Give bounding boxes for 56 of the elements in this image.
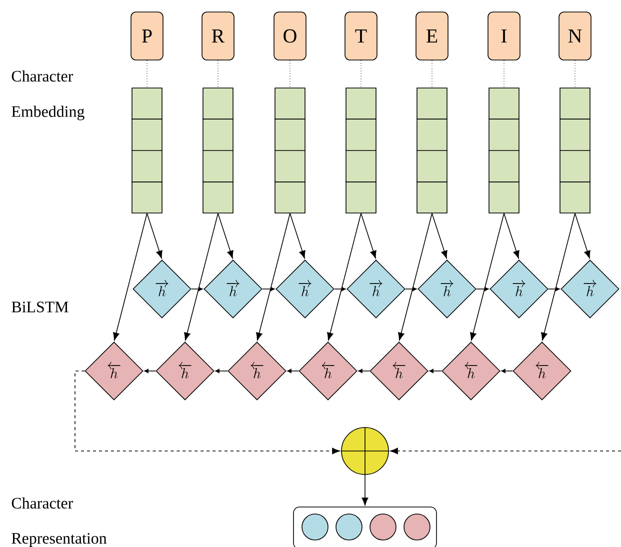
- arrow: [74, 370, 340, 454]
- embedding-vector: [274, 88, 306, 214]
- vector-circle: [302, 514, 328, 540]
- letter-box: T: [344, 12, 378, 60]
- embedding-vector: [559, 88, 591, 214]
- arrow: [429, 368, 442, 374]
- connector-line: [146, 60, 148, 88]
- concat-circle: [340, 426, 390, 476]
- arrow: [432, 213, 448, 258]
- arrow: [541, 213, 576, 340]
- side-label: Representation: [12, 533, 107, 547]
- arrow: [501, 368, 513, 374]
- arrow: [191, 286, 203, 292]
- connector-line: [574, 60, 576, 88]
- arrow: [113, 213, 148, 340]
- arrow: [287, 368, 299, 374]
- letter-box: N: [558, 12, 592, 60]
- arrow: [360, 213, 376, 258]
- letter-box: P: [130, 12, 164, 60]
- side-label: Embedding: [12, 106, 84, 120]
- arrow: [334, 286, 346, 292]
- arrow: [218, 213, 234, 258]
- arrow: [327, 213, 362, 340]
- arrow: [362, 474, 368, 506]
- arrow: [262, 286, 275, 292]
- arrow: [390, 448, 621, 454]
- embedding-vector: [488, 88, 520, 214]
- side-label: Character: [12, 70, 74, 82]
- letter-box: E: [416, 12, 448, 60]
- embedding-vector: [131, 88, 163, 214]
- arrow: [184, 213, 218, 340]
- arrow: [146, 213, 162, 258]
- letter-box: I: [488, 12, 520, 60]
- side-label: BiLSTM: [12, 302, 68, 312]
- embedding-vector: [202, 88, 234, 214]
- vector-circle: [370, 514, 396, 540]
- arrow: [256, 213, 290, 340]
- vector-circle: [404, 514, 430, 540]
- arrow: [144, 368, 156, 374]
- vector-circle: [336, 514, 362, 540]
- arrow: [215, 368, 228, 374]
- arrow: [548, 286, 560, 292]
- arrow: [290, 213, 306, 258]
- side-label: Character: [12, 497, 74, 509]
- arrow: [358, 368, 370, 374]
- letter-box: R: [202, 12, 234, 60]
- arrow: [405, 286, 417, 292]
- embedding-vector: [416, 88, 448, 214]
- embedding-vector: [345, 88, 377, 214]
- arrow: [504, 213, 520, 258]
- arrow: [398, 213, 432, 340]
- arrow: [470, 213, 504, 340]
- arrow: [574, 213, 590, 258]
- arrow: [476, 286, 489, 292]
- letter-box: O: [274, 12, 306, 60]
- connector-line: [360, 60, 362, 88]
